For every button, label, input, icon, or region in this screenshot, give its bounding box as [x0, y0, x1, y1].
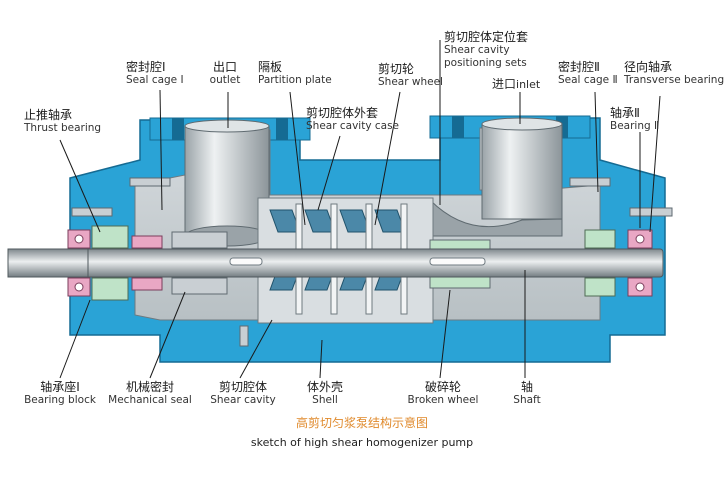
right-bearings — [584, 229, 653, 297]
caption-chinese: 高剪切匀浆泵结构示意图 — [295, 416, 429, 430]
label-transverse-bearing: 径向轴承 Transverse bearing — [624, 60, 724, 86]
label-seal-cage-2: 密封腔Ⅱ Seal cage Ⅱ — [558, 60, 618, 86]
inlet-pipe — [429, 117, 563, 237]
label-shear-wheel: 剪切轮 Shear wheel — [378, 62, 443, 88]
label-shear-cavity: 剪切腔体 Shear cavity — [210, 380, 276, 406]
left-bearings — [67, 225, 228, 301]
label-mechanical-seal: 机械密封 Mechanical seal — [108, 380, 192, 406]
label-bearing-block: 轴承座Ⅰ Bearing block — [24, 380, 96, 406]
label-partition-plate: 隔板 Partition plate — [258, 60, 332, 86]
label-outlet: 出口 outlet — [209, 60, 241, 86]
label-positioning-sets: 剪切腔体定位套 Shear cavity positioning sets — [444, 30, 529, 69]
label-shell: 体外壳 Shell — [306, 380, 344, 406]
label-thrust-bearing: 止推轴承 Thrust bearing — [24, 108, 102, 134]
caption-english: sketch of high shear homogenizer pump — [250, 436, 474, 449]
label-shear-cavity-case: 剪切腔体外套 Shear cavity case — [306, 106, 400, 132]
shaft — [7, 248, 664, 278]
outlet-pipe — [184, 119, 270, 247]
label-seal-cage-1: 密封腔Ⅰ Seal cage Ⅰ — [126, 60, 184, 86]
label-bearing-2: 轴承Ⅱ Bearing Ⅱ — [610, 106, 660, 132]
leader-lines — [59, 40, 661, 379]
label-inlet: 进口inlet — [492, 77, 541, 92]
label-shaft: 轴 Shaft — [513, 380, 541, 406]
label-broken-wheel: 破碎轮 Broken wheel — [407, 380, 479, 406]
